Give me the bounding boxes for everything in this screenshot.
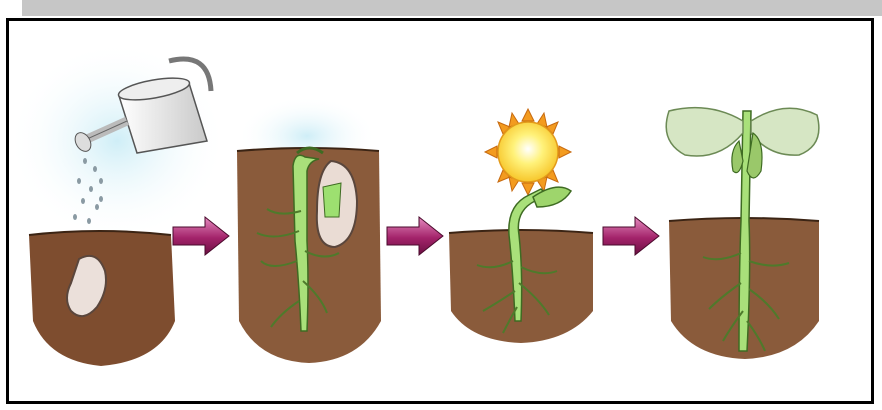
arrow-3 xyxy=(603,217,659,255)
seed-growth-diagram xyxy=(9,21,874,404)
diagram-frame xyxy=(6,18,874,404)
arrow-1 xyxy=(173,217,229,255)
stage-3-emergence xyxy=(449,109,593,343)
stage-2-germination xyxy=(237,96,381,363)
sun-icon xyxy=(485,109,571,195)
arrow-2 xyxy=(387,217,443,255)
stage-4-young-plant xyxy=(666,108,819,359)
top-bar xyxy=(22,0,882,16)
soil-patch xyxy=(237,148,381,363)
stage-1-seed-watering xyxy=(9,41,227,366)
